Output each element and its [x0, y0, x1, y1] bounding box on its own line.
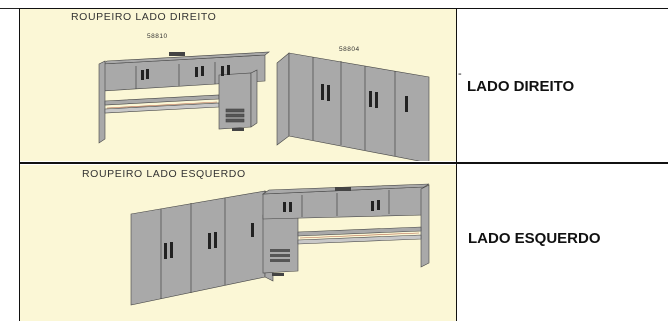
caption-right: ROUPEIRO LADO DIREITO	[71, 11, 217, 23]
product-table: ROUPEIRO LADO DIREITO 58810 58804	[19, 8, 668, 321]
code-left-right: 58810	[147, 33, 168, 40]
border-row	[19, 162, 668, 164]
image-cell-left: ROUPEIRO LADO ESQUERDO	[19, 165, 456, 321]
border-top	[19, 8, 668, 9]
label-dash: -	[458, 68, 462, 80]
border-middle	[456, 8, 457, 321]
image-cell-right: ROUPEIRO LADO DIREITO 58810 58804	[19, 9, 456, 161]
wardrobe-left-illustration	[130, 183, 430, 306]
label-left: LADO ESQUERDO	[468, 230, 601, 247]
code-right-right: 58804	[339, 46, 360, 53]
label-right: LADO DIREITO	[467, 78, 575, 95]
caption-left: ROUPEIRO LADO ESQUERDO	[82, 168, 246, 180]
wardrobe-right-illustration	[98, 51, 430, 161]
border-left	[19, 8, 20, 321]
